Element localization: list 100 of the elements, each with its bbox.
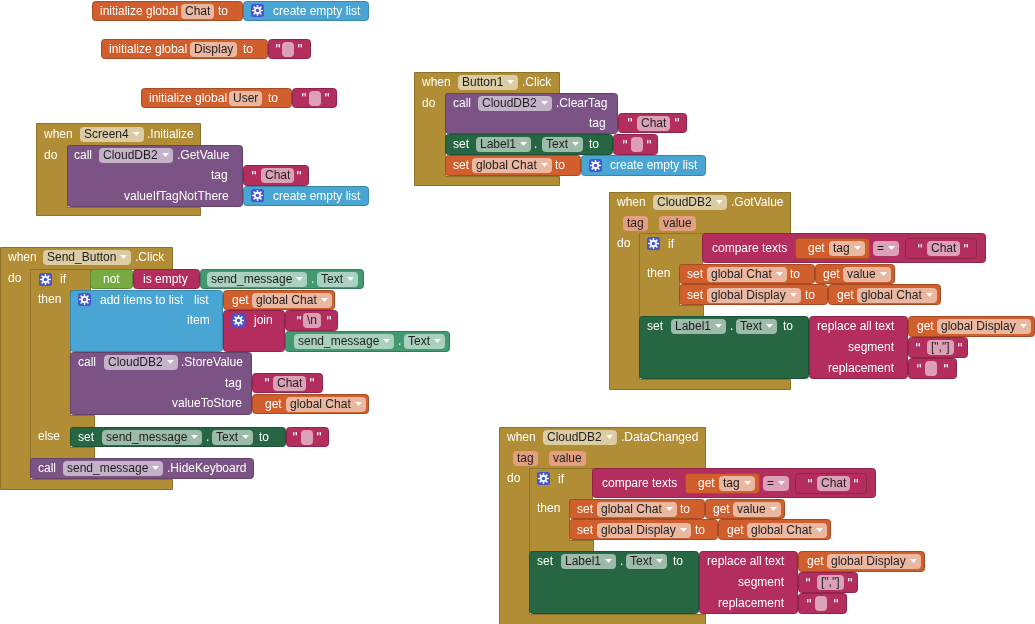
block-label: compare texts [712,241,788,255]
text-string-block [798,572,858,593]
block-label: to [259,430,269,444]
variable-getter-block [815,264,895,284]
block-label: if [558,472,564,486]
block-label: then [647,266,671,280]
block-label: do [44,148,58,162]
text-operation-block [133,269,200,289]
block-label: .Click [135,250,165,264]
text-string-block [268,39,311,59]
block-label: call [78,355,96,369]
text-string-block [613,134,658,155]
text-string-block [285,310,338,331]
text-string-block [908,337,968,358]
block-label: then [38,292,62,306]
block-label: set [453,137,469,151]
text-string-block [908,358,957,379]
block-label: to [673,554,683,568]
block-label: item [187,313,210,327]
list-block [581,155,706,176]
text-string-block [292,88,337,108]
block-label: get [232,293,249,307]
method-call-block [30,458,254,479]
block-label: do [8,271,22,285]
block-label: segment [848,340,895,354]
block-label: when [8,250,37,264]
block-label: call [453,96,471,110]
block-label: get [807,554,824,568]
variable-declaration-block [101,39,268,59]
block-label: set [647,319,663,333]
method-call-block [67,145,243,207]
block-label: get [808,241,825,255]
block-label: add items to list [100,293,184,307]
block-label: set [577,502,593,516]
block-label: set [577,523,593,537]
text-operation-block [702,233,986,263]
variable-declaration-block [92,1,243,21]
text-string-block [798,593,847,614]
block-label: replace all text [817,319,895,333]
block-label: if [60,272,66,286]
block-label: not [103,272,120,286]
block-label: to [555,158,565,172]
block-label: .DataChanged [621,430,699,444]
method-call-block [70,352,252,415]
variable-getter-block [252,394,369,414]
block-label: initialize global [109,42,188,56]
block-label: get [713,502,730,516]
block-label: tag [589,116,606,130]
block-label: .GetValue [177,148,230,162]
text-operation-block [592,468,876,498]
variable-getter-block [685,473,760,494]
variable-getter-block [705,499,785,519]
block-label: to [790,267,800,281]
block-label: .HideKeyboard [167,461,247,475]
block-label: to [589,137,599,151]
variable-getter-block [223,290,335,310]
block-label: .Initialize [147,127,194,141]
variable-setter-block [445,155,581,176]
block-label: . [398,334,402,348]
variable-getter-block [795,238,870,259]
block-label: to [805,288,815,302]
block-label: get [265,397,282,411]
variable-setter-block [569,499,705,519]
block-label: create empty list [273,189,361,203]
block-label: to [680,502,690,516]
variable-declaration-block [141,88,292,108]
block-label: set [687,267,703,281]
block-label: initialize global [149,91,228,105]
block-label: get [837,288,854,302]
if-block [30,269,94,458]
block-label: valueIfTagNotThere [124,189,229,203]
block-label: valueToStore [172,396,243,410]
block-label: replacement [828,361,895,375]
variable-setter-block [569,519,718,540]
block-label: when [44,127,73,141]
block-label: .GotValue [731,195,784,209]
block-label: . [534,137,538,151]
block-label: set [453,158,469,172]
text-operation-block [809,316,908,379]
block-label: call [74,148,92,162]
block-label: create empty list [610,158,698,172]
block-label: to [695,523,705,537]
block-label: list [194,293,209,307]
block-label: tag [225,376,242,390]
block-label: . [730,319,734,333]
property-getter-block [285,331,450,352]
logic-block [90,269,133,289]
block-label: get [698,476,715,490]
property-setter-block [445,134,613,155]
variable-getter-block [798,551,925,572]
block-label: .ClearTag [556,96,608,110]
block-label: . [620,554,624,568]
block-label: do [507,471,521,485]
text-operation-block [223,310,285,352]
block-label: . [206,430,210,444]
block-label: . [311,272,315,286]
block-label: compare texts [602,476,678,490]
text-string-block [795,473,867,494]
block-label: when [617,195,646,209]
block-label: segment [738,575,785,589]
